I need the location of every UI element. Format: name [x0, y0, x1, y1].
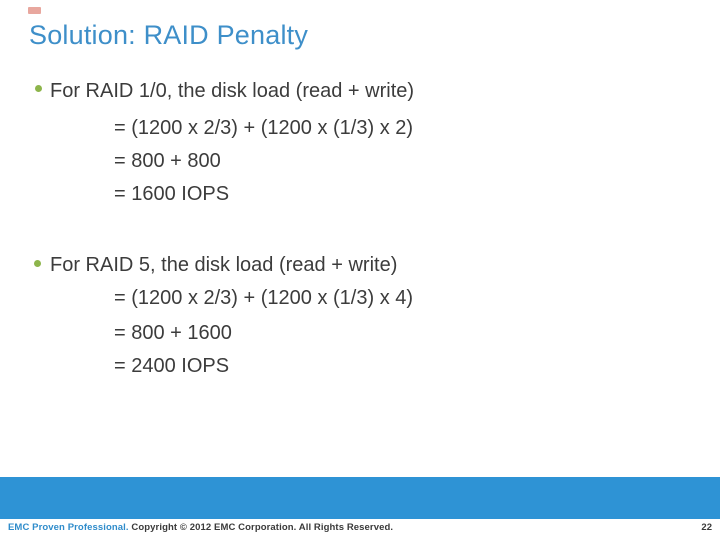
equation-line: = (1200 x 2/3) + (1200 x (1/3) x 4) — [114, 287, 414, 309]
equation-line: = 1600 IOPS — [114, 183, 230, 205]
bullet-dot-icon — [35, 85, 42, 92]
bullet-heading-raid10: For RAID 1/0, the disk load (read + writ… — [50, 80, 415, 102]
bullet-dot-icon — [34, 260, 41, 267]
equation-line: = 2400 IOPS — [114, 355, 230, 377]
footer-accent-bar — [0, 477, 720, 519]
equation-line: = (1200 x 2/3) + (1200 x (1/3) x 2) — [114, 117, 414, 139]
slide-page-number: 22 — [701, 522, 712, 533]
footer-copyright-text: Copyright © 2012 EMC Corporation. All Ri… — [131, 522, 394, 533]
footer-copyright-line: EMC Proven Professional. Copyright © 201… — [8, 522, 393, 533]
footer-brand-text: EMC Proven Professional. — [8, 522, 129, 533]
equation-line: = 800 + 1600 — [114, 322, 232, 344]
footer: EMC Proven Professional. Copyright © 201… — [0, 519, 720, 540]
slide-title: Solution: RAID Penalty — [29, 20, 309, 50]
red-logo-mark — [28, 7, 41, 14]
bullet-heading-raid5: For RAID 5, the disk load (read + write) — [50, 254, 398, 276]
equation-line: = 800 + 800 — [114, 150, 221, 172]
